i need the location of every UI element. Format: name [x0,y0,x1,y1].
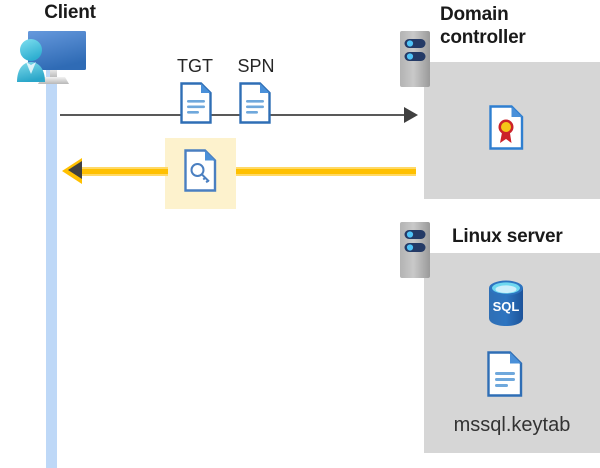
response-flow-line-right [236,167,416,176]
tgt-document-icon [180,82,212,124]
sql-label: SQL [493,299,520,314]
domain-controller-title: Domain controller [440,4,526,48]
response-flow-line-left [78,167,168,176]
domain-controller-server-icon [400,31,430,87]
certificate-document-icon [489,105,524,150]
request-flow-arrowhead [404,107,418,123]
client-lifeline [46,62,57,468]
linux-server-title: Linux server [452,226,563,247]
tgt-label: TGT [177,56,213,76]
request-flow-line [60,114,412,116]
spn-document-icon [239,82,271,124]
linux-server-server-icon [400,222,430,278]
keytab-document-icon [487,351,523,397]
response-flow-arrowhead [68,161,82,179]
sql-database-icon: SQL [487,279,525,327]
keytab-filename-label: mssql.keytab [453,414,571,436]
client-title: Client [44,2,96,23]
spn-label: SPN [237,56,275,76]
key-document-icon [184,149,217,192]
user-workstation-icon [8,24,96,88]
